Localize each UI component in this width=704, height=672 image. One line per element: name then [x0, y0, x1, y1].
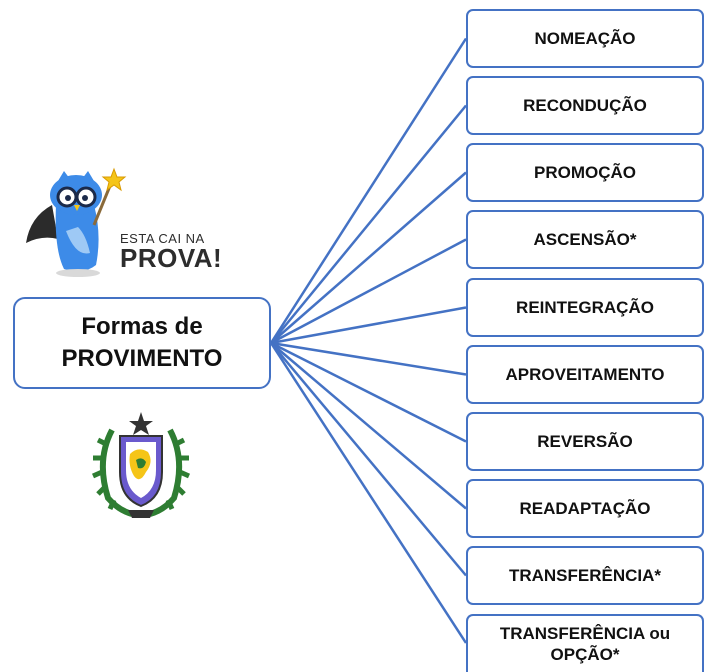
branch-node-nomeacao: NOMEAÇÃO	[466, 9, 704, 68]
connector-line-7	[270, 341, 467, 443]
branch-node-ascensao: ASCENSÃO*	[466, 210, 704, 269]
logo-tagline-big: PROVA!	[120, 243, 223, 273]
branch-node-promocao: PROMOÇÃO	[466, 143, 704, 202]
branch-node-reconducao: RECONDUÇÃO	[466, 76, 704, 135]
coat-of-arms-icon	[92, 412, 190, 518]
branch-node-transferencia: TRANSFERÊNCIA*	[466, 546, 704, 605]
branch-node-transferencia-opcao: TRANSFERÊNCIA ou OPÇÃO*	[466, 614, 704, 672]
connector-line-10	[269, 342, 468, 644]
root-title-line2: PROVIMENTO	[61, 345, 223, 372]
esta-cai-na-prova-logo: ESTA CAI NA PROVA!	[24, 165, 256, 280]
root-node: Formas de PROVIMENTO	[13, 297, 271, 389]
connector-line-5	[270, 306, 467, 345]
connector-line-6	[270, 341, 467, 376]
branch-node-aproveitamento: APROVEITAMENTO	[466, 345, 704, 404]
root-title-line1: Formas de	[81, 313, 203, 340]
logo-tagline-small: ESTA CAI NA	[120, 231, 205, 246]
connector-line-1	[269, 37, 468, 344]
branch-node-reversao: REVERSÃO	[466, 412, 704, 471]
branch-node-readaptacao: READAPTAÇÃO	[466, 479, 704, 538]
branch-node-reintegracao: REINTEGRAÇÃO	[466, 278, 704, 337]
connector-line-3	[270, 171, 467, 344]
connector-line-2	[270, 104, 467, 344]
connector-line-8	[270, 342, 467, 510]
owl-mascot-icon	[26, 167, 127, 277]
connector-line-4	[270, 238, 467, 345]
connector-line-9	[270, 342, 467, 577]
